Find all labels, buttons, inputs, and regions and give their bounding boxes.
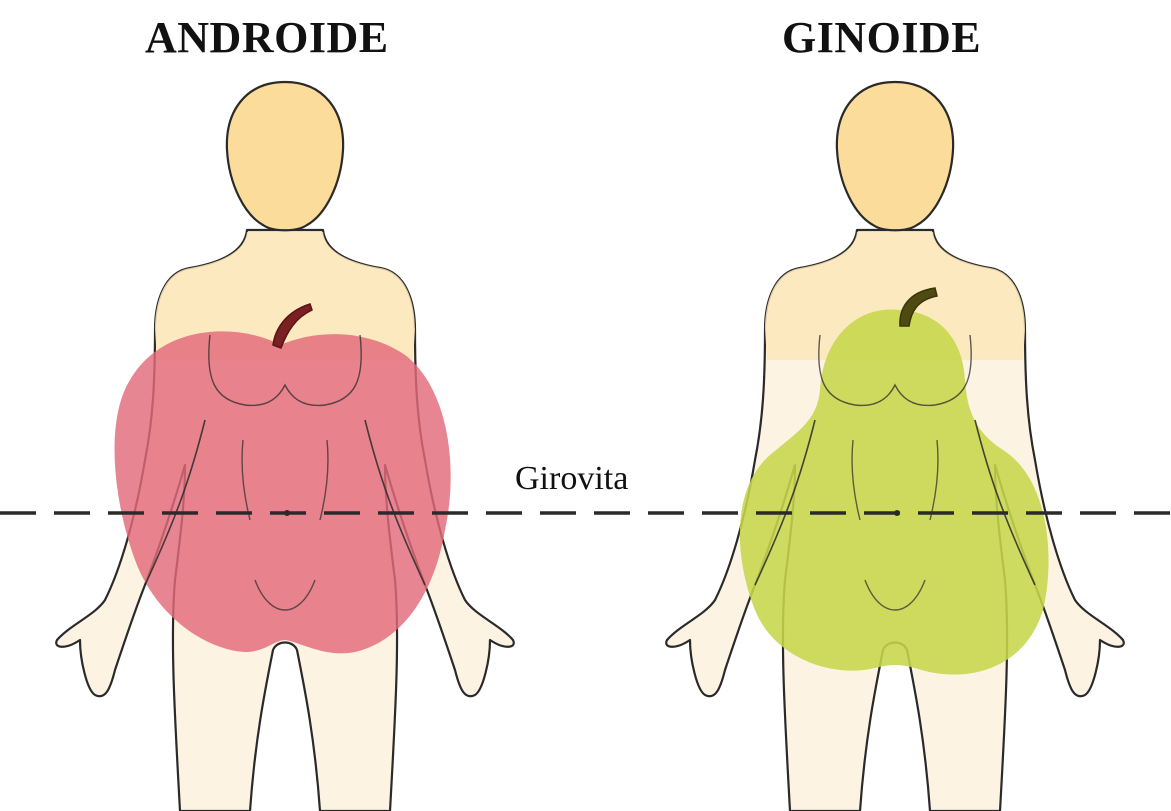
android-head xyxy=(227,82,343,230)
waist-label: Girovita xyxy=(515,460,628,498)
gynoid-head xyxy=(837,82,953,230)
gynoid-figure xyxy=(666,82,1124,811)
android-waist-dot xyxy=(284,510,290,516)
android-figure xyxy=(56,82,514,811)
gynoid-waist-dot xyxy=(894,510,900,516)
apple-shape xyxy=(115,331,451,653)
